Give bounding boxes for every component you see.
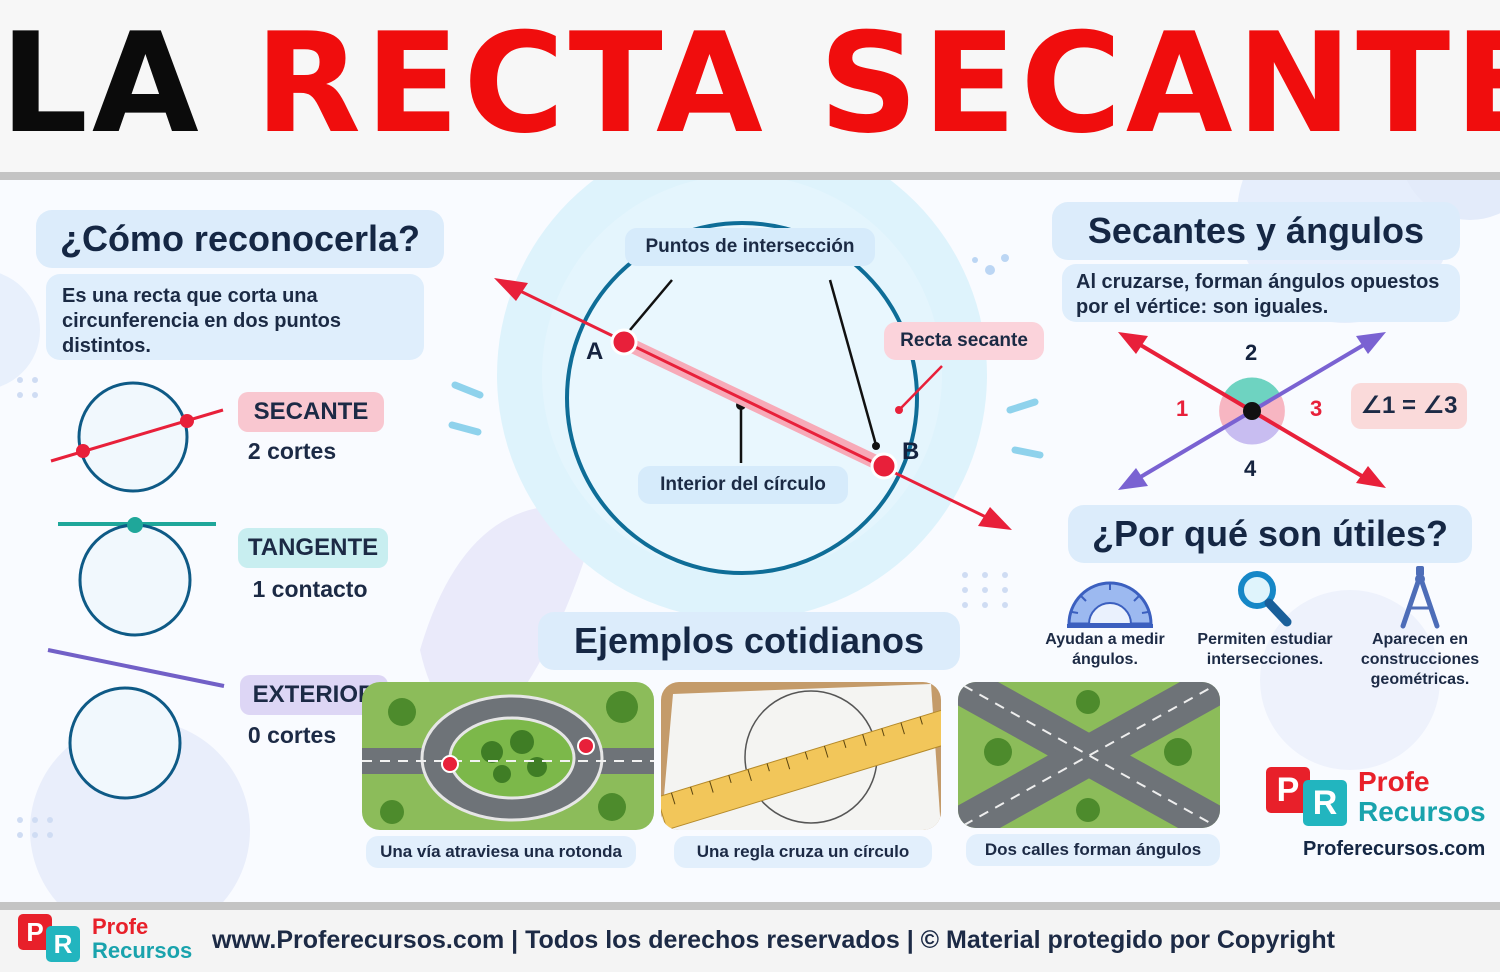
footer-divider [0,902,1500,910]
angles-heading: Secantes y ángulos [1052,202,1460,260]
angle-number-2: 2 [1245,340,1258,365]
compass-icon [1400,566,1440,629]
angles-description: Al cruzarse, forman ángulos opuestos por… [1062,264,1460,322]
magnifier-icon [1238,571,1292,627]
tangente-diagram [58,517,216,637]
secant-label: Recta secante [884,322,1044,360]
tangente-detail: 1 contacto [252,576,368,602]
recognize-heading: ¿Cómo reconocerla? [36,210,444,268]
exterior-detail: 0 cortes [247,722,337,748]
brand-line2: Recursos [1358,796,1486,827]
use-item-study: Permiten estudiar intersecciones. [1197,631,1333,668]
angle-number-4: 4 [1244,456,1257,481]
example-caption-ruler: Una regla cruza un círculo [674,836,932,868]
point-a-label: A [586,338,604,365]
angle-number-1: 1 [1176,396,1189,421]
example-caption-roundabout: Una vía atraviesa una rotonda [366,836,636,868]
secante-detail: 2 cortes [247,438,337,464]
brand-url[interactable]: Proferecursos.com [1303,838,1486,860]
interior-label: Interior del círculo [638,466,848,504]
footer-copyright: www.Proferecursos.com | Todos los derech… [212,926,1335,954]
footer-logo-r: R [46,926,80,962]
page-title: LA RECTA SECANTE [0,4,1500,164]
title-word-recta-secante: RECTA SECANTE [254,3,1500,164]
example-photo-roundabout [362,682,654,830]
use-item-construct: Aparecen en construcciones geométricas. [1360,631,1480,688]
header: LA RECTA SECANTE [0,0,1500,172]
angle-equation: ∠1 = ∠3 [1351,383,1467,429]
tag-tangente: TANGENTE [238,528,388,568]
header-divider [0,172,1500,180]
exterior-diagram [47,648,225,800]
title-word-la: LA [0,3,203,164]
secante-diagram [50,381,224,493]
tag-secante: SECANTE [238,392,384,432]
protractor-icon [1067,581,1153,628]
uses-heading: ¿Por qué son útiles? [1068,505,1472,563]
example-caption-streets: Dos calles forman ángulos [966,834,1220,866]
point-b-label: B [902,438,920,465]
example-photo-streets [958,682,1220,828]
footer: P R Profe Recursos www.Proferecursos.com… [0,910,1500,972]
footer-brand-line1: Profe [92,914,149,939]
brand-logo-r: R [1303,780,1347,826]
footer-brand-line2: Recursos [92,938,193,963]
example-photo-ruler [661,682,941,830]
intersection-label: Puntos de intersección [625,228,875,266]
main-panel: ¿Cómo reconocerla? Es una recta que cort… [0,180,1500,902]
brand-logo-p: P [1266,767,1310,813]
use-item-measure: Ayudan a medir ángulos. [1045,631,1165,668]
angle-number-3: 3 [1310,396,1323,421]
angles-diagram [1118,332,1386,490]
examples-heading: Ejemplos cotidianos [538,612,960,670]
recognize-description: Es una recta que corta una circunferenci… [46,274,424,360]
brand-line1: Profe [1358,766,1430,797]
